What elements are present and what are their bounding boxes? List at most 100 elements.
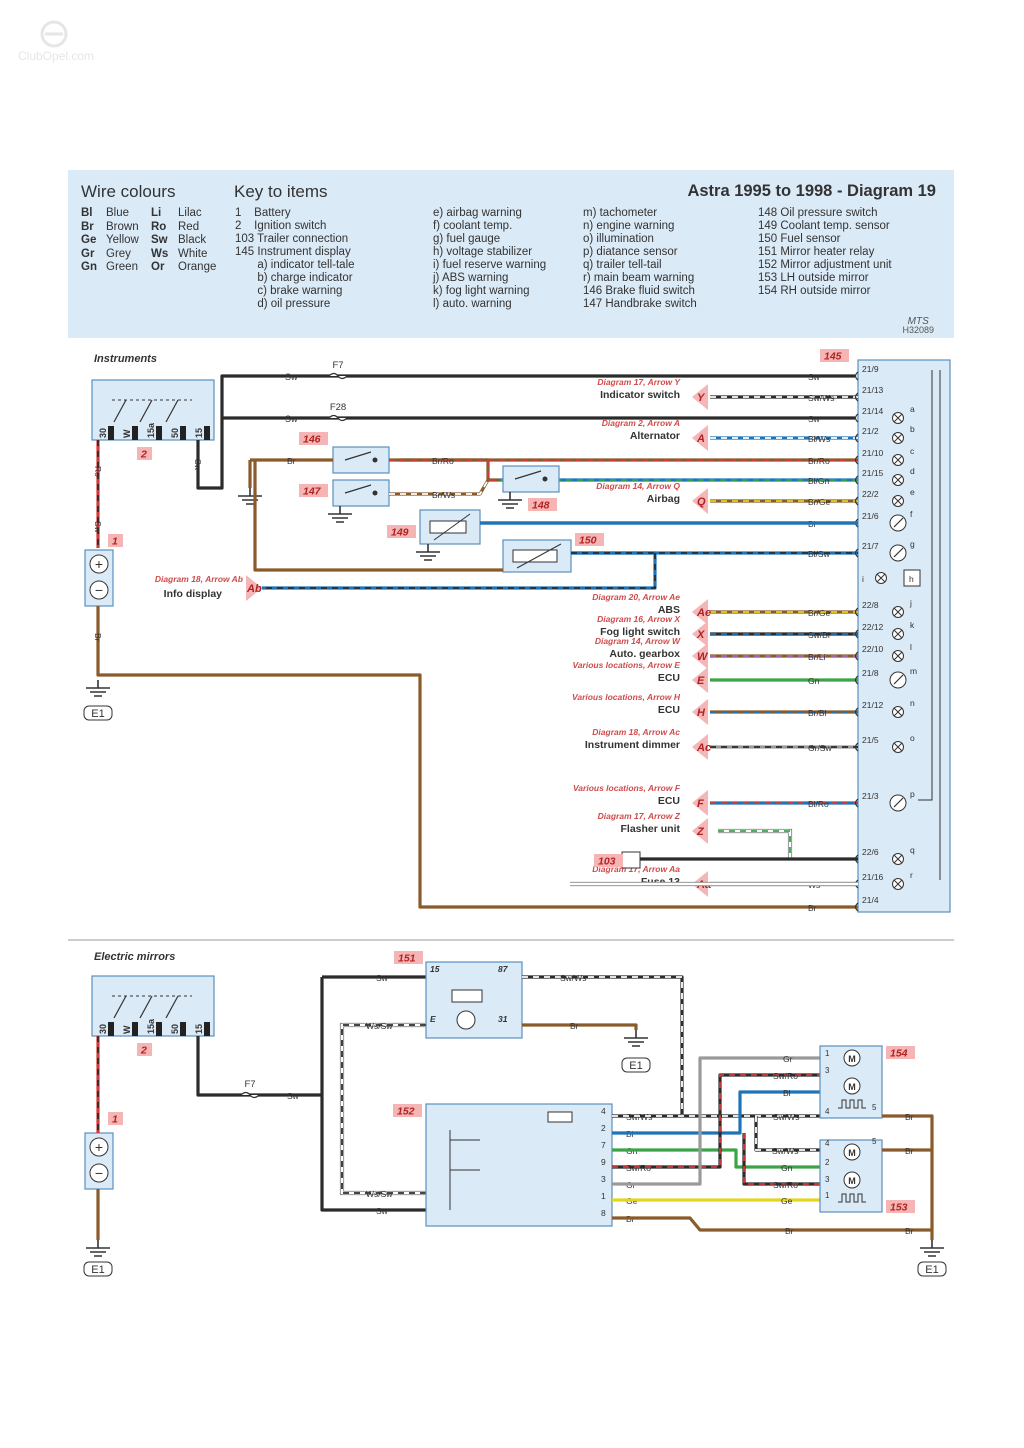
wire-colour-code: Or xyxy=(151,261,165,273)
pin-10: 22/12 xyxy=(862,622,884,632)
lh-mirror-153-motor-b-label: M xyxy=(848,1176,856,1186)
earth-e1-relay-label: E1 xyxy=(629,1060,642,1072)
item-2-top-badge xyxy=(137,447,152,460)
tell-label-q: q xyxy=(910,845,915,855)
wire-colour-name: Yellow xyxy=(106,234,139,246)
tell-r-cross xyxy=(893,879,903,889)
pin-connector-6 xyxy=(854,496,859,506)
wire-flasher-stripe xyxy=(718,830,791,859)
handbrake-switch-147 xyxy=(332,479,390,507)
wire-label-ws-sw-a: Ws/Sw xyxy=(366,1021,393,1031)
wire-colour-code: Br xyxy=(81,220,94,233)
diagram-header: Wire colours Key to items Astra 1995 to … xyxy=(68,170,954,338)
coolant-sensor-149-resistor xyxy=(429,520,467,534)
ignition-switch-top-terminal xyxy=(132,426,138,440)
label-6: Airbag xyxy=(647,493,680,505)
conn-14-arrow xyxy=(692,734,708,760)
key-item: i) fuel reserve warning xyxy=(433,259,547,271)
pin-connector-4 xyxy=(854,455,859,465)
wire-colour-name: Lilac xyxy=(178,207,202,219)
mirror-153-pin-1: 5 xyxy=(872,1137,877,1146)
wire-label-14: Gr/Sw xyxy=(808,743,832,753)
wire-mirror-earth xyxy=(882,1114,934,1240)
relay-pin-31: 31 xyxy=(498,1014,508,1024)
conn-15-arrow-label: F xyxy=(697,798,704,810)
key-item: h) voltage stabilizer xyxy=(433,246,533,258)
wire-colour-name: Green xyxy=(106,261,138,273)
earth-top xyxy=(86,680,110,697)
pin-8: 21/7 xyxy=(862,541,879,551)
wire-colour-name: Brown xyxy=(106,220,139,233)
wire-sw-ro-b-stripe xyxy=(743,1133,820,1185)
pin-connector-5 xyxy=(854,475,859,485)
wire-colour-code: Ge xyxy=(81,234,97,246)
m-label-br: Br xyxy=(785,1226,794,1236)
key-item: 150 Fuel sensor xyxy=(758,233,841,245)
pin-connector-13 xyxy=(854,707,859,717)
unit-pin-6: 8 xyxy=(601,1208,606,1218)
relay-pin-15: 15 xyxy=(430,964,440,974)
ref-13: Various locations, Arrow H xyxy=(572,692,681,702)
key-item: 148 Oil pressure switch xyxy=(758,207,878,219)
tell-a-cross xyxy=(893,413,903,423)
label-9: ABS xyxy=(658,604,680,616)
fuse-f28-label: F28 xyxy=(330,402,346,413)
m-label-swro2: Sw/Ro xyxy=(773,1180,798,1190)
tell-label-n: n xyxy=(910,698,915,708)
earth-e1-top-tag xyxy=(83,705,113,721)
conn-11-arrow xyxy=(692,643,708,669)
pin-connector-10 xyxy=(854,629,859,639)
earth-relay xyxy=(624,1030,648,1047)
mirror-154-pin-3: 5 xyxy=(872,1103,877,1112)
tell-h-box xyxy=(903,569,921,587)
item-148-badge xyxy=(528,498,557,511)
tell-i-lamp-cross xyxy=(876,573,886,583)
item-152: 152 xyxy=(397,1106,415,1118)
ignition-switch-bottom-terminal xyxy=(204,1022,210,1036)
tell-label-l: l xyxy=(910,642,912,652)
battery-bottom-plus xyxy=(89,1137,109,1157)
ignition-switch-bottom-terminal xyxy=(108,1022,114,1036)
pin-7: 21/6 xyxy=(862,511,879,521)
wire-colour-code: Ro xyxy=(151,220,167,233)
ignition-switch-bottom-contact xyxy=(113,995,127,1019)
tell-q-cross xyxy=(893,854,903,864)
battery-top-plus xyxy=(89,554,109,574)
key-item: q) trailer tell-tail xyxy=(583,259,662,271)
item-145-badge xyxy=(820,349,849,362)
wire-relay-e-stripe xyxy=(341,1024,426,1194)
lh-mirror-153-motor-b xyxy=(843,1171,861,1189)
wire-relay-out-stripe xyxy=(522,976,683,1116)
pin-connector-8 xyxy=(854,548,859,558)
item-147: 147 xyxy=(303,486,322,498)
key-title: Key to items xyxy=(234,182,328,201)
key-item: g) fuel gauge xyxy=(433,233,501,245)
wire-label-3: Bl/Ws xyxy=(808,434,830,444)
pin-connector-2 xyxy=(854,413,859,423)
earth-e1-top-label: E1 xyxy=(91,708,104,720)
key-item: 2 Ignition switch xyxy=(235,220,327,232)
tell-e-cross xyxy=(893,496,903,506)
ref-14: Diagram 18, Arrow Ac xyxy=(592,727,680,737)
wire-colour-name: Black xyxy=(178,234,207,246)
item-1-top: 1 xyxy=(112,536,118,548)
key-item: k) fog light warning xyxy=(433,285,530,297)
label-10: Fog light switch xyxy=(600,626,680,638)
tell-g-needle xyxy=(893,547,904,558)
fuse-f7-top-label: F7 xyxy=(332,360,343,371)
key-item: 1 Battery xyxy=(235,207,291,219)
unit-pin-4: 3 xyxy=(601,1174,606,1184)
tell-j-cross xyxy=(893,607,903,617)
wire-earth-main xyxy=(96,606,860,909)
unit-pin-5: 1 xyxy=(601,1191,606,1201)
unit-pin-3: 9 xyxy=(601,1157,606,1167)
relay-pin-E: E xyxy=(430,1014,436,1024)
mirror-153-pin-2: 2 xyxy=(825,1158,830,1167)
wire-label-sw-f7b: Sw xyxy=(287,1091,300,1101)
wire-label-br-batt: Br xyxy=(93,633,103,642)
tell-b-cross xyxy=(893,433,903,443)
wire-label-sw-b: Sw xyxy=(285,414,298,424)
key-item: f) coolant temp. xyxy=(433,220,513,232)
ignition-switch-bottom-terminal xyxy=(180,1022,186,1036)
